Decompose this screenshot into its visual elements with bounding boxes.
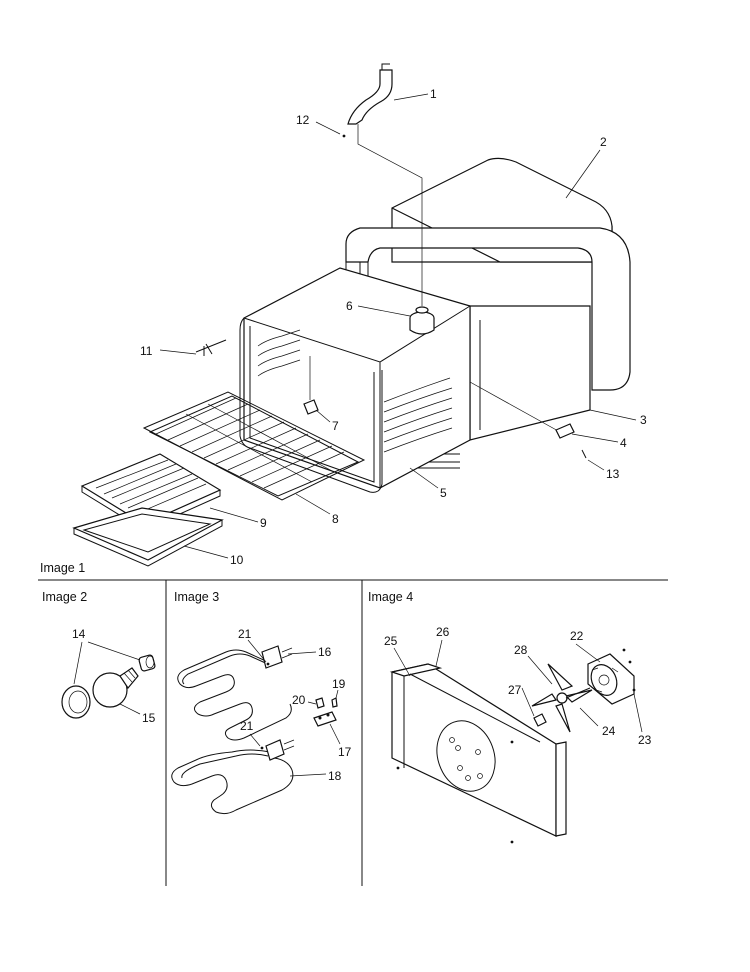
part-25-back-panel xyxy=(389,663,567,837)
callout-28: 28 xyxy=(514,643,528,657)
panel-title-image3: Image 3 xyxy=(174,590,219,604)
callout-15: 15 xyxy=(142,711,156,725)
oven-cavity-assembly: 1 2 3 4 5 6 7 8 9 10 11 12 13 xyxy=(40,63,647,575)
callout-5: 5 xyxy=(440,486,447,500)
part-24-shaft xyxy=(565,687,591,699)
part-7-clip xyxy=(303,399,319,415)
callout-14: 14 xyxy=(72,627,86,641)
callout-10: 10 xyxy=(230,553,244,567)
part-12-screw xyxy=(342,134,346,138)
part-17-terminal-block xyxy=(313,711,337,727)
part-16-upper-element xyxy=(177,645,293,741)
callout-24: 24 xyxy=(602,724,616,738)
panel-screw xyxy=(510,840,514,844)
lamp-assembly: Image 2 14 15 xyxy=(42,590,156,725)
callout-18: 18 xyxy=(328,769,342,783)
panel-title-image4: Image 4 xyxy=(368,590,413,604)
panel-frame xyxy=(38,579,668,886)
part-18-lower-element xyxy=(171,739,295,815)
callout-13: 13 xyxy=(606,467,620,481)
callout-2: 2 xyxy=(600,135,607,149)
part-2-outer-insulation xyxy=(345,157,631,469)
panel-title-image2: Image 2 xyxy=(42,590,87,604)
callout-11: 11 xyxy=(140,344,153,358)
part-10-broil-pan xyxy=(72,507,224,567)
part-5-oven-liner xyxy=(239,267,471,493)
callout-27: 27 xyxy=(508,683,522,697)
convection-fan-assembly: Image 4 xyxy=(368,590,652,844)
callout-6: 6 xyxy=(346,299,353,313)
part-27-fan-nut xyxy=(533,713,547,727)
callout-25: 25 xyxy=(384,634,398,648)
heating-elements: Image 3 21 16 19 xyxy=(171,590,352,815)
callout-21-upper: 21 xyxy=(238,627,252,641)
callout-17: 17 xyxy=(338,745,352,759)
part-11-screw xyxy=(195,339,227,356)
part-23-screw xyxy=(632,688,636,692)
panel-title-image1: Image 1 xyxy=(40,561,85,575)
callout-22: 22 xyxy=(570,629,584,643)
callout-16: 16 xyxy=(318,645,332,659)
callout-9: 9 xyxy=(260,516,267,530)
part-22-fan-motor xyxy=(587,653,635,705)
part-8-oven-rack xyxy=(142,391,366,501)
callout-20: 20 xyxy=(292,693,306,707)
part-6-top-sensor xyxy=(409,306,435,335)
part-20-clip xyxy=(315,697,325,709)
callout-23: 23 xyxy=(638,733,652,747)
panel-screw xyxy=(396,766,400,770)
callout-4: 4 xyxy=(620,436,627,450)
part-23-screw xyxy=(628,660,632,664)
part-4-bracket xyxy=(469,381,575,439)
callout-1: 1 xyxy=(430,87,437,101)
part-19-screw xyxy=(331,697,338,708)
part-15-bulb xyxy=(92,667,139,708)
callout-26: 26 xyxy=(436,625,450,639)
part-23-screw xyxy=(622,648,626,652)
image1-callouts: 1 2 3 4 5 6 7 8 9 10 11 12 13 xyxy=(140,87,647,567)
callout-7: 7 xyxy=(332,419,339,433)
panel-screw xyxy=(510,740,514,744)
callout-8: 8 xyxy=(332,512,339,526)
part-21-screw-lower xyxy=(260,746,264,750)
part-14-socket xyxy=(138,654,156,672)
part-28-fan-blade xyxy=(531,663,593,733)
part-14-lens-cover xyxy=(61,685,91,719)
part-21-screw-upper xyxy=(266,662,270,666)
callout-3: 3 xyxy=(640,413,647,427)
callout-12: 12 xyxy=(296,113,310,127)
part-3-outer-shell xyxy=(469,305,591,441)
part-13-screw xyxy=(581,449,587,459)
callout-19: 19 xyxy=(332,677,346,691)
callout-21-lower: 21 xyxy=(240,719,254,733)
part-1-vent-tube xyxy=(347,63,423,306)
